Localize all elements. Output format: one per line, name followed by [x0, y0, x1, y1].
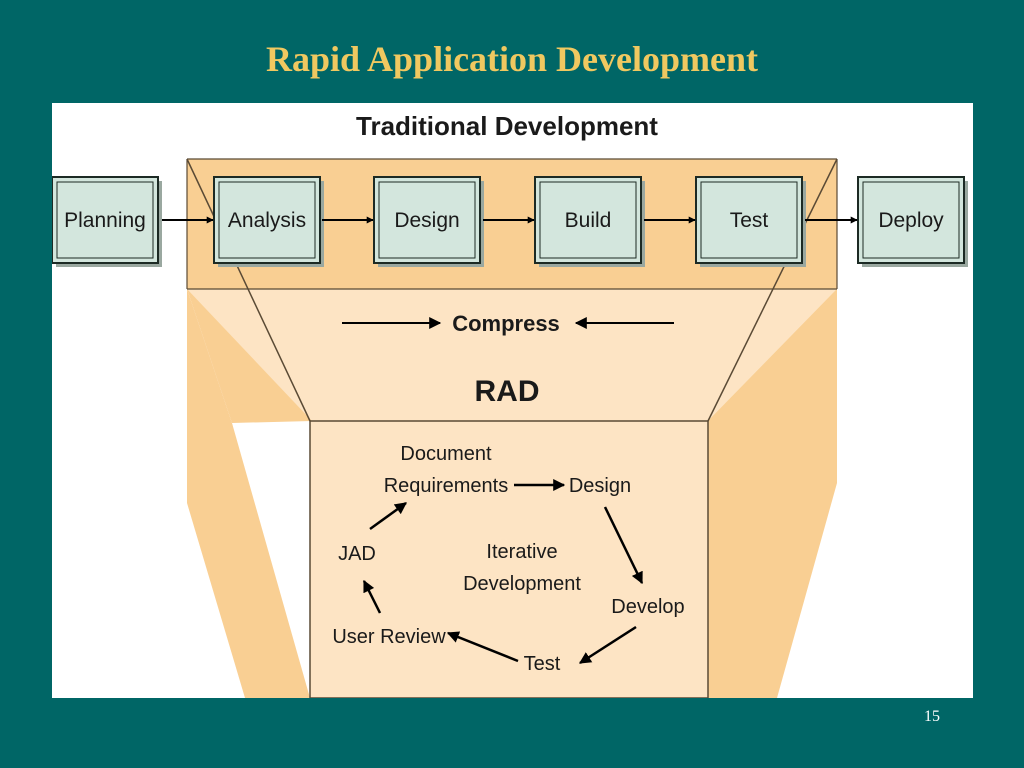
compress-label: Compress — [452, 311, 560, 336]
diagram-panel: Traditional Development Planning Analysi… — [52, 103, 973, 698]
slide-number: 15 — [924, 708, 940, 725]
rad-cycle-arrows — [362, 479, 644, 665]
phase-label: Analysis — [228, 209, 306, 232]
cycle-jad: JAD — [338, 543, 376, 565]
rad-box — [309, 420, 709, 698]
phase-design: Design — [373, 176, 484, 267]
phase-test: Test — [695, 176, 806, 267]
phase-label: Test — [730, 209, 769, 232]
phase-planning: Planning — [52, 176, 162, 267]
cycle-document-line1: Document — [400, 443, 492, 465]
arrow-userreview-jad — [362, 579, 382, 614]
arrow-develop-test — [578, 625, 637, 665]
cycle-test: Test — [524, 653, 561, 675]
cycle-develop: Develop — [611, 596, 684, 618]
slide-title: Rapid Application Development — [265, 39, 759, 79]
arrow-jad-requirements — [369, 501, 407, 531]
funnel-line-right — [707, 158, 838, 422]
arrow-test-userreview — [446, 631, 519, 663]
funnel-outer-right — [708, 289, 837, 698]
rad-cycle: Document Requirements Design Develop Tes… — [332, 443, 684, 675]
traditional-title: Traditional Development — [356, 111, 658, 141]
funnel-outer-left — [187, 289, 310, 698]
phase-label: Planning — [64, 209, 146, 232]
cycle-user-review: User Review — [332, 626, 446, 648]
cycle-center-line2: Development — [463, 573, 581, 595]
phase-deploy: Deploy — [857, 176, 968, 267]
phase-analysis: Analysis — [213, 176, 324, 267]
rad-title: RAD — [475, 375, 540, 408]
phase-label: Deploy — [878, 209, 944, 232]
phase-label: Design — [394, 209, 459, 232]
phase-label: Build — [565, 209, 612, 232]
rad-diagram: Traditional Development Planning Analysi… — [52, 111, 968, 698]
cycle-center-line1: Iterative — [486, 541, 557, 563]
funnel-line-left — [186, 158, 311, 422]
cycle-document-line2: Requirements — [384, 475, 509, 497]
phase-build: Build — [534, 176, 645, 267]
cycle-design: Design — [569, 475, 631, 497]
compress-indicator: Compress — [342, 311, 674, 336]
arrow-design-develop — [603, 506, 644, 585]
